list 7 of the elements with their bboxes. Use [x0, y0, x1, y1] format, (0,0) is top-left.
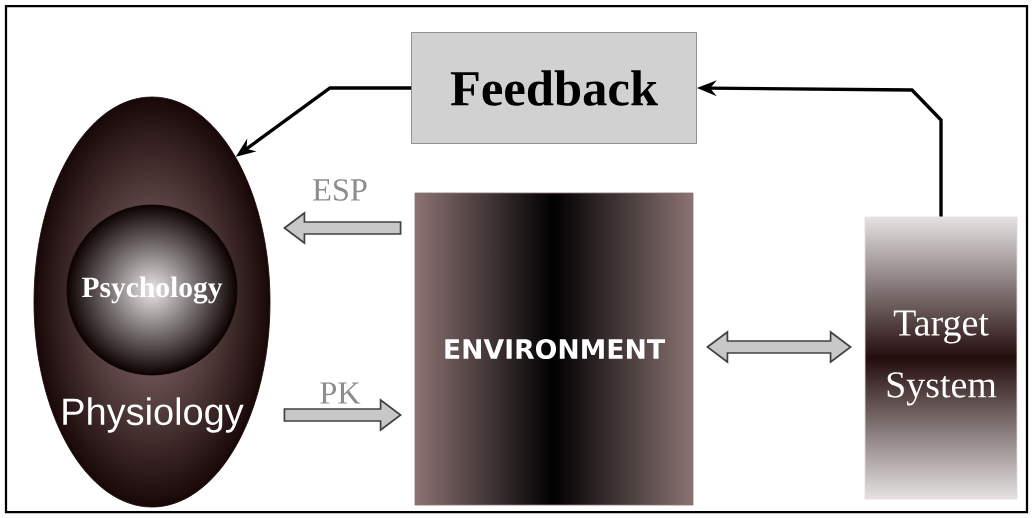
block-arrow [706, 330, 852, 364]
edge-label: ESP [313, 179, 367, 201]
gradient-box: ENVIRONMENT [414, 192, 694, 506]
edge-label: PK [320, 382, 361, 404]
feedback-box: Feedback [411, 32, 697, 144]
block-arrow [283, 398, 402, 432]
gradient-bar: Target System [864, 216, 1018, 500]
